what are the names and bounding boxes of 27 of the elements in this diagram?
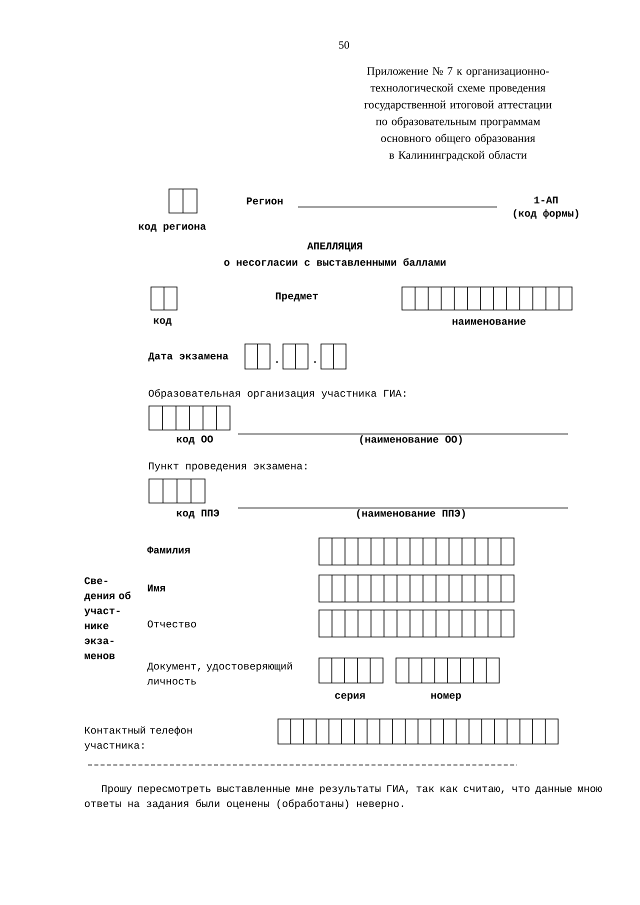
form-code: 1-АП — [534, 196, 558, 204]
field-label: Регион — [246, 198, 283, 204]
form-subtitle: о несогласии с выставленными баллами — [224, 258, 446, 266]
field-caption: наименование — [452, 319, 526, 325]
field-label: Контактный телефон участника: — [84, 726, 192, 751]
field-label: Документ, удостоверяющий личность — [147, 662, 292, 685]
field-label: Фамилия — [147, 546, 190, 554]
field-caption: (наименование ППЭ) — [357, 509, 465, 519]
field-caption: код ППЭ — [176, 510, 220, 518]
field-caption: код ОО — [176, 436, 213, 444]
form-code-caption: (код формы) — [514, 209, 578, 219]
request-text: Прошу пересмотреть выставленные мне результаты ГИА, так как считаю, что данные мною ответы на задания были оценены (обработаны) неверно. — [84, 785, 602, 810]
field-label: Имя — [148, 584, 166, 592]
field-label: Образовательная организация участника ГИА: — [148, 389, 406, 399]
field-label: Предмет — [276, 292, 318, 302]
field-caption: код — [154, 318, 172, 326]
section-label: Све-дения об участ-нике экза-менов — [84, 577, 131, 660]
field-caption: код региона — [138, 224, 206, 232]
field-caption: (наименование ОО) — [360, 435, 462, 445]
appendix-note: Приложение № 7 к организационно-технологической схеме проведения государственной итоговой аттестации по образовательным программам основного общего образования в Калининградской области — [364, 67, 552, 162]
field-label: Отчество — [148, 620, 196, 628]
field-label: Дата экзамена — [148, 352, 228, 362]
field-caption: серия — [335, 693, 365, 701]
field-caption: номер — [431, 693, 461, 701]
page-number: 50 — [339, 41, 350, 49]
form-title: АПЕЛЛЯЦИЯ — [307, 242, 362, 252]
field-label: Пункт проведения экзамена: — [149, 462, 306, 472]
